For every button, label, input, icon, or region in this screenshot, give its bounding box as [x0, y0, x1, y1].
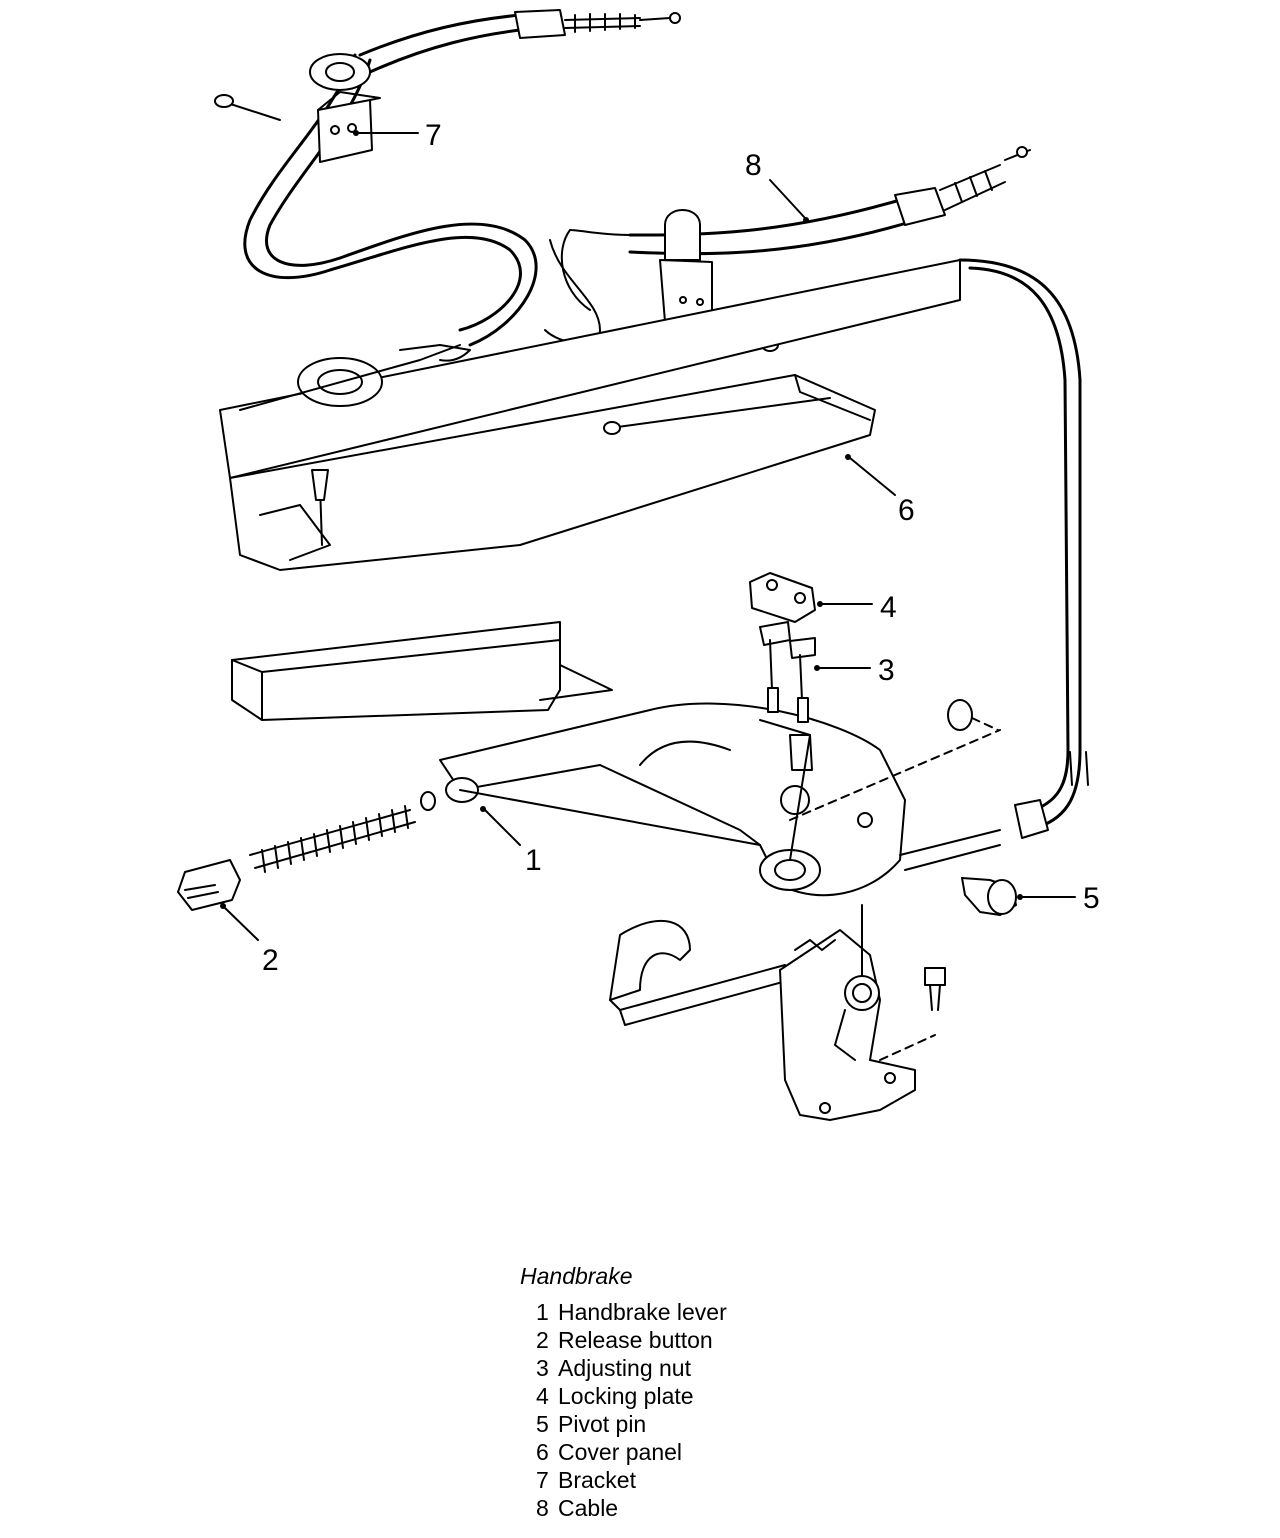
release-button	[177, 859, 241, 911]
cover-panel	[219, 259, 961, 571]
callout-1: 1	[525, 844, 542, 877]
locking-plate	[749, 572, 816, 623]
pivot-pin	[899, 829, 1017, 916]
left-cable-assembly	[214, 9, 681, 347]
legend-item-label: Release button	[558, 1327, 713, 1353]
handbrake-exploded-diagram: 7 8 6 4 3 1 2 5	[177, 9, 1100, 1121]
callout-6: 6	[898, 494, 915, 527]
ratchet-bracket	[779, 904, 946, 1121]
legend-list: 1 Handbrake lever 2 Release button 3 Adjustin…	[520, 1298, 727, 1522]
caption-title: Handbrake	[520, 1263, 633, 1289]
legend-item-number: 1	[536, 1299, 549, 1325]
right-cable-assembly	[544, 146, 1031, 352]
legend-item-label: Cover panel	[558, 1439, 683, 1465]
legend-item-number: 8	[536, 1495, 549, 1521]
legend-item-label: Pivot pin	[558, 1411, 647, 1437]
callout-3: 3	[878, 654, 895, 687]
legend-item: 8 Cable	[520, 1494, 727, 1522]
legend-item: 6 Cover panel	[520, 1438, 727, 1466]
legend-item: 5 Pivot pin	[520, 1410, 727, 1438]
legend-item-label: Handbrake lever	[558, 1299, 727, 1325]
legend-item-label: Cable	[558, 1495, 619, 1521]
handle-grip	[231, 621, 613, 721]
legend-item-number: 7	[536, 1467, 549, 1493]
legend-item: 1 Handbrake lever	[520, 1298, 727, 1326]
legend-item-number: 4	[536, 1383, 549, 1409]
legend-item: 2 Release button	[520, 1326, 727, 1354]
callout-5: 5	[1083, 882, 1100, 915]
callout-8: 8	[745, 149, 762, 182]
retaining-clip	[947, 699, 999, 731]
long-cable-loop	[958, 258, 1089, 839]
release-spring	[249, 791, 436, 873]
legend-item-label: Locking plate	[558, 1383, 694, 1409]
legend-item-number: 3	[536, 1355, 549, 1381]
adjusting-nut-assembly	[759, 621, 816, 861]
legend-item-number: 5	[536, 1411, 549, 1437]
legend-item: 7 Bracket	[520, 1466, 727, 1494]
handbrake-lever	[439, 702, 1001, 897]
legend-item-label: Bracket	[558, 1467, 636, 1493]
callout-2: 2	[262, 944, 279, 977]
callouts: 7 8 6 4 3 1 2 5	[220, 119, 1100, 977]
legend-item-number: 6	[536, 1439, 549, 1465]
legend-item-number: 2	[536, 1327, 549, 1353]
legend-item: 4 Locking plate	[520, 1382, 727, 1410]
callout-7: 7	[425, 119, 442, 152]
legend-item-label: Adjusting nut	[558, 1355, 691, 1381]
legend-item: 3 Adjusting nut	[520, 1354, 727, 1382]
ratchet-sector	[609, 919, 791, 1026]
figure-caption: Handbrake 1 Handbrake lever 2 Release butto…	[520, 1262, 727, 1522]
callout-4: 4	[880, 591, 897, 624]
